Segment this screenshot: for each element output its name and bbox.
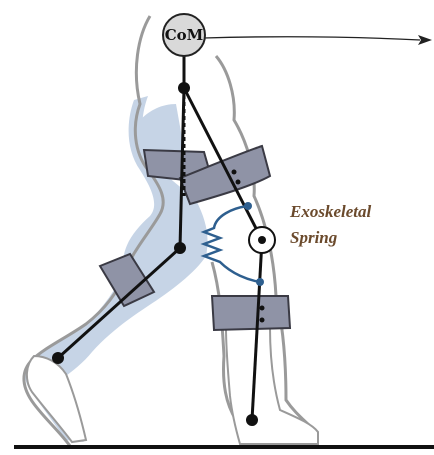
front-leg-silhouette xyxy=(226,328,318,444)
hinge-joint-center xyxy=(258,236,266,244)
front-shin-brace xyxy=(212,296,290,330)
back-knee-joint xyxy=(174,242,186,254)
brace-bolt xyxy=(260,318,265,323)
brace-bolt xyxy=(236,180,241,185)
front-ankle-joint xyxy=(246,414,258,426)
com-label: CoM xyxy=(165,26,204,44)
spring-label-line1: Exoskeletal xyxy=(289,202,371,221)
brace-bolt xyxy=(232,170,237,175)
back-ankle-joint xyxy=(52,352,64,364)
spring-anchor-top xyxy=(244,202,252,210)
brace-bolt xyxy=(260,306,265,311)
hip-joint xyxy=(178,82,190,94)
spring-anchor-bottom xyxy=(256,278,264,286)
arrow-right-icon xyxy=(418,35,432,45)
velocity-arrow xyxy=(204,37,420,40)
spring-label-line2: Spring xyxy=(290,228,338,247)
ground-line xyxy=(14,445,434,449)
